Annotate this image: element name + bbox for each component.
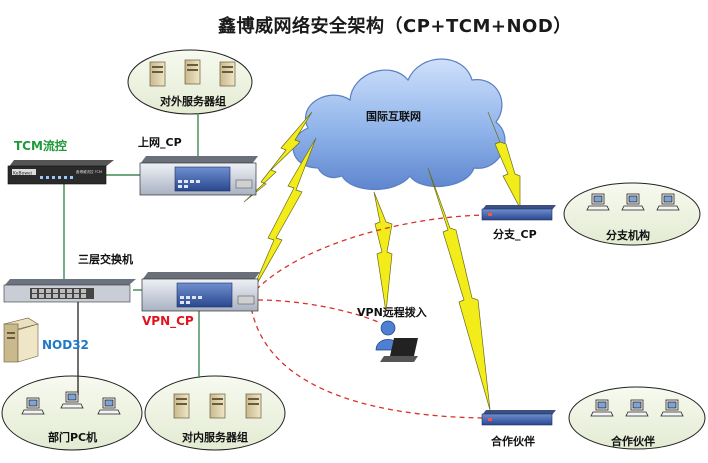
internet-cp-label: 上网_CP: [138, 136, 182, 149]
tunnel-to-remote: [257, 299, 379, 323]
vpn-remote-user-icon: [375, 320, 418, 362]
dept-pc-label: 部门PC机: [48, 431, 98, 444]
vpn-tunnels: [249, 214, 493, 419]
internet-label: 国际互联网: [366, 110, 421, 123]
pc-icon: [656, 193, 680, 211]
core-switch-label: 三层交换机: [78, 253, 133, 266]
nod32-server-icon: [3, 317, 39, 363]
branch-org-label: 分支机构: [606, 229, 650, 242]
internet-links: [243, 111, 521, 411]
pc-icon: [590, 399, 614, 417]
tcm-model-text: 鑫博威流控 TCM: [76, 169, 102, 174]
pc-icon: [21, 397, 45, 415]
branch-pc-icons: [586, 193, 680, 211]
pc-icon: [625, 399, 649, 417]
bolt-cp-cloud: [243, 111, 313, 203]
branch-cp-device-icon: [481, 205, 556, 221]
nod32-label: NOD32: [42, 338, 89, 352]
server-icon: [149, 61, 166, 87]
core-switch-icon: [3, 279, 136, 303]
dept-pc-icons: [21, 391, 121, 415]
server-icon: [184, 59, 201, 85]
tunnel-to-partner: [249, 299, 493, 419]
tunnel-to-branch: [249, 214, 491, 297]
tcm-label: TCM流控: [14, 139, 67, 153]
partner-device-label: 合作伙伴: [491, 435, 535, 448]
dept-pc-group: [1, 375, 143, 451]
bolt-partner-cloud: [427, 167, 491, 411]
server-icon: [173, 393, 190, 419]
server-icon: [219, 61, 236, 87]
pc-icon: [97, 397, 121, 415]
internet-cloud-icon: [292, 58, 506, 191]
vpn-cp-device-icon: [141, 272, 260, 312]
server-icon: [209, 393, 226, 419]
tcm-logo-text: KeBowei: [13, 171, 32, 177]
branch-cp-label: 分支_CP: [493, 228, 537, 241]
internal-servers-label: 对内服务器组: [182, 431, 248, 444]
server-icon: [245, 393, 262, 419]
bolt-vpn-remote: [373, 191, 393, 313]
diagram-title: 鑫博威网络安全架构（CP+TCM+NOD）: [218, 16, 572, 37]
external-server-icons: [149, 59, 236, 87]
vpn-remote-label: VPN远程拨入: [357, 306, 427, 319]
pc-icon: [586, 193, 610, 211]
partner-pc-icons: [590, 399, 684, 417]
tcm-device-icon: KeBowei 鑫博威流控 TCM: [7, 160, 114, 185]
vpn-cp-label: VPN_CP: [142, 314, 194, 328]
partner-device-icon: [481, 410, 556, 426]
pc-icon: [621, 193, 645, 211]
internet-cp-device-icon: [139, 156, 258, 196]
partner-group-label: 合作伙伴: [611, 435, 655, 448]
pc-icon: [60, 391, 84, 409]
internal-server-icons: [173, 393, 262, 419]
wired-links: [63, 113, 200, 395]
bolt-vpn-cloud: [249, 137, 317, 297]
external-servers-label: 对外服务器组: [160, 95, 226, 108]
pc-icon: [660, 399, 684, 417]
